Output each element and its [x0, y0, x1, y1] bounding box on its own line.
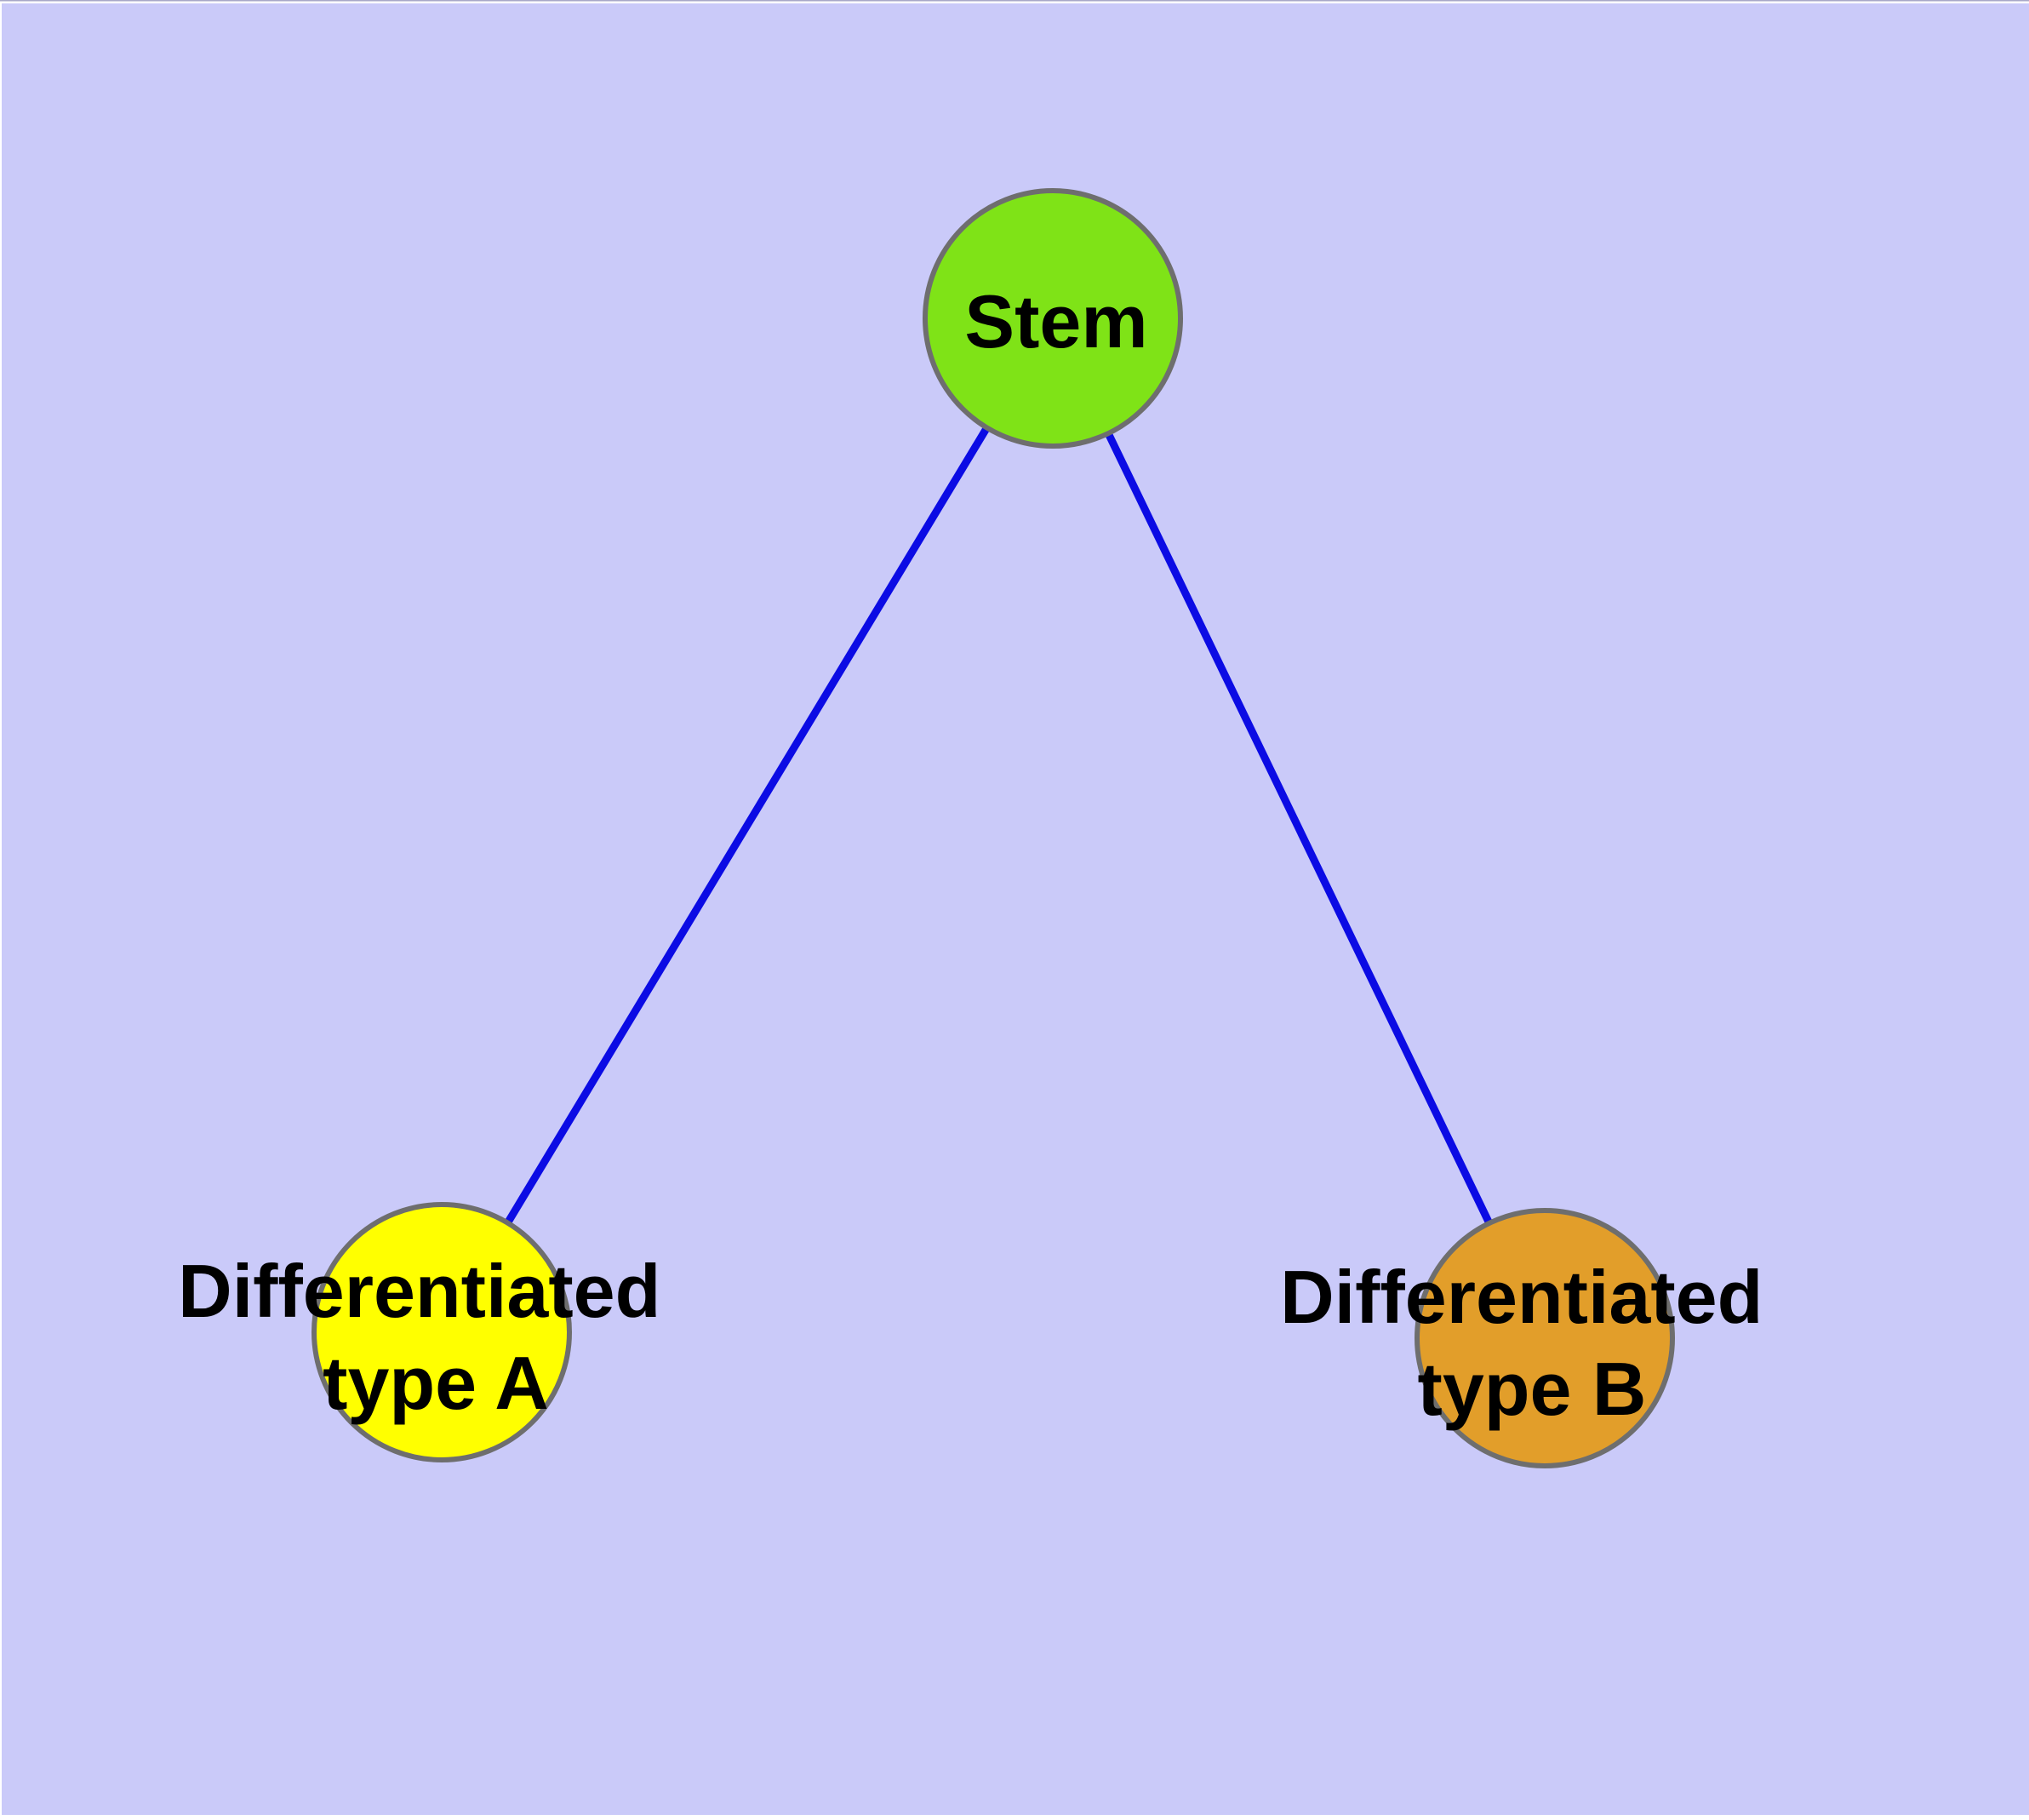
node-type-b-label-line2: type B — [1418, 1347, 1647, 1431]
node-differentiated-type-a: Differentiated type A — [178, 1202, 682, 1462]
node-type-a-label: Differentiated type A — [178, 1249, 682, 1425]
node-type-a-label-line1: Differentiated — [178, 1249, 660, 1333]
node-differentiated-type-b: Differentiated type B — [1280, 1208, 1784, 1468]
edge-stem-to-type-a — [438, 316, 1056, 1335]
node-type-a-circle — [311, 1202, 572, 1462]
node-stem-label: Stem — [964, 279, 1147, 363]
node-type-b-circle — [1415, 1208, 1675, 1468]
top-hairline — [0, 0, 2029, 2]
node-stem: Stem — [923, 188, 1183, 449]
node-type-b-label-line1: Differentiated — [1280, 1255, 1763, 1339]
node-stem-circle — [923, 188, 1183, 449]
node-type-a-label-line2: type A — [323, 1341, 549, 1425]
node-type-b-label: Differentiated type B — [1280, 1255, 1784, 1431]
edge-stem-to-type-b — [1049, 317, 1549, 1340]
